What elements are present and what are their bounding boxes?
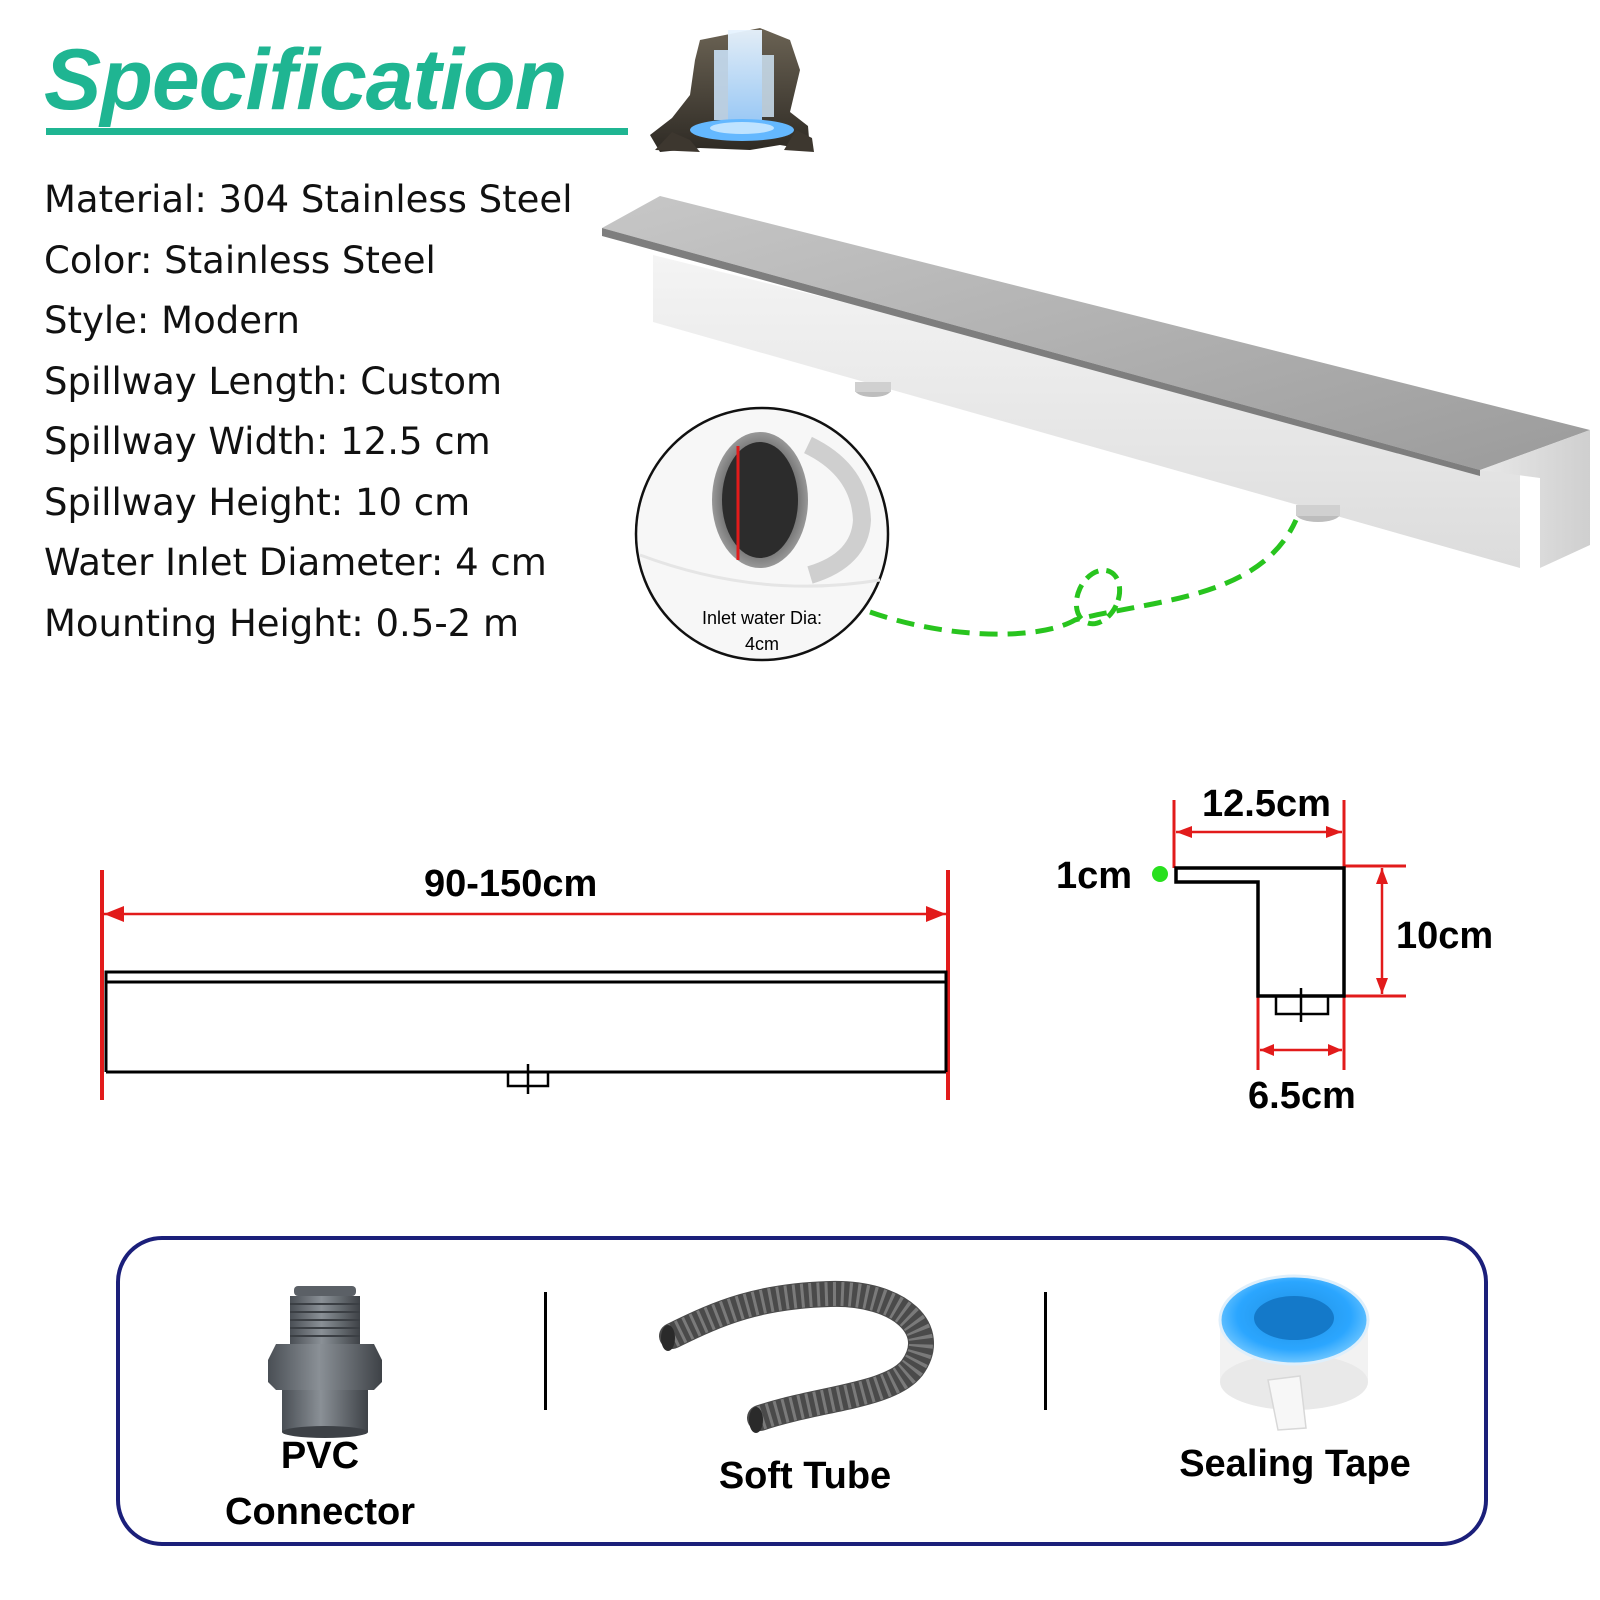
callout-dashed-line	[869, 518, 1299, 637]
length-label: 90-150cm	[424, 863, 598, 905]
length-drawing	[100, 870, 950, 1100]
spec-length: Spillway Length: Custom	[44, 359, 503, 403]
lip-label: 1cm	[1056, 855, 1133, 897]
page-title: Specification	[44, 32, 567, 128]
soft-tube-icon	[659, 1280, 934, 1433]
spec-material: Material: 304 Stainless Steel	[44, 178, 573, 221]
inlet-callout-line1: Inlet water Dia:	[701, 608, 823, 628]
lip-marker-dot	[1152, 866, 1168, 882]
sealing-tape-label: Sealing Tape	[1179, 1443, 1411, 1485]
sealing-tape-icon	[1218, 1274, 1370, 1431]
width-label: 12.5cm	[1202, 783, 1331, 825]
spillway-profile	[1174, 866, 1346, 998]
spec-list: Material: 304 Stainless Steel Color: Sta…	[44, 170, 572, 654]
soft-tube-label: Soft Tube	[718, 1455, 892, 1497]
pvc-connector-icon	[268, 1286, 382, 1438]
cross-section-drawing	[1152, 800, 1406, 1070]
spillway-front-face	[653, 255, 1520, 568]
height-label: 10cm	[1396, 915, 1494, 957]
accessory-pvc-connector-label: PVC Connector	[200, 1428, 440, 1540]
inlet-width-label: 6.5cm	[1248, 1075, 1356, 1117]
accessory-divider	[544, 1292, 547, 1410]
pvc-label-line2: Connector	[225, 1491, 415, 1533]
accessory-divider	[1044, 1292, 1047, 1410]
spec-color: Color: Stainless Steel	[44, 238, 436, 282]
spec-height: Spillway Height: 10 cm	[44, 480, 471, 524]
spillway-render	[602, 196, 1590, 662]
pvc-label-line1: PVC	[280, 1435, 360, 1477]
accessory-sealing-tape-label: Sealing Tape	[1150, 1436, 1440, 1492]
title-underline	[46, 128, 628, 135]
spec-inlet-diameter: Water Inlet Diameter: 4 cm	[44, 541, 547, 584]
accessories-panel	[116, 1236, 1488, 1546]
spec-style: Style: Modern	[44, 299, 300, 342]
accessory-soft-tube-label: Soft Tube	[680, 1448, 930, 1504]
waterfall-icon	[650, 28, 814, 152]
spec-mounting-height: Mounting Height: 0.5-2 m	[44, 601, 520, 645]
inlet-callout-text: Inlet water Dia: 4cm	[672, 605, 852, 657]
spillway-top-face	[602, 196, 1590, 470]
spec-width: Spillway Width: 12.5 cm	[44, 420, 491, 463]
spillway-end-face	[1480, 430, 1590, 568]
inlet-callout-line2: 4cm	[744, 634, 779, 654]
